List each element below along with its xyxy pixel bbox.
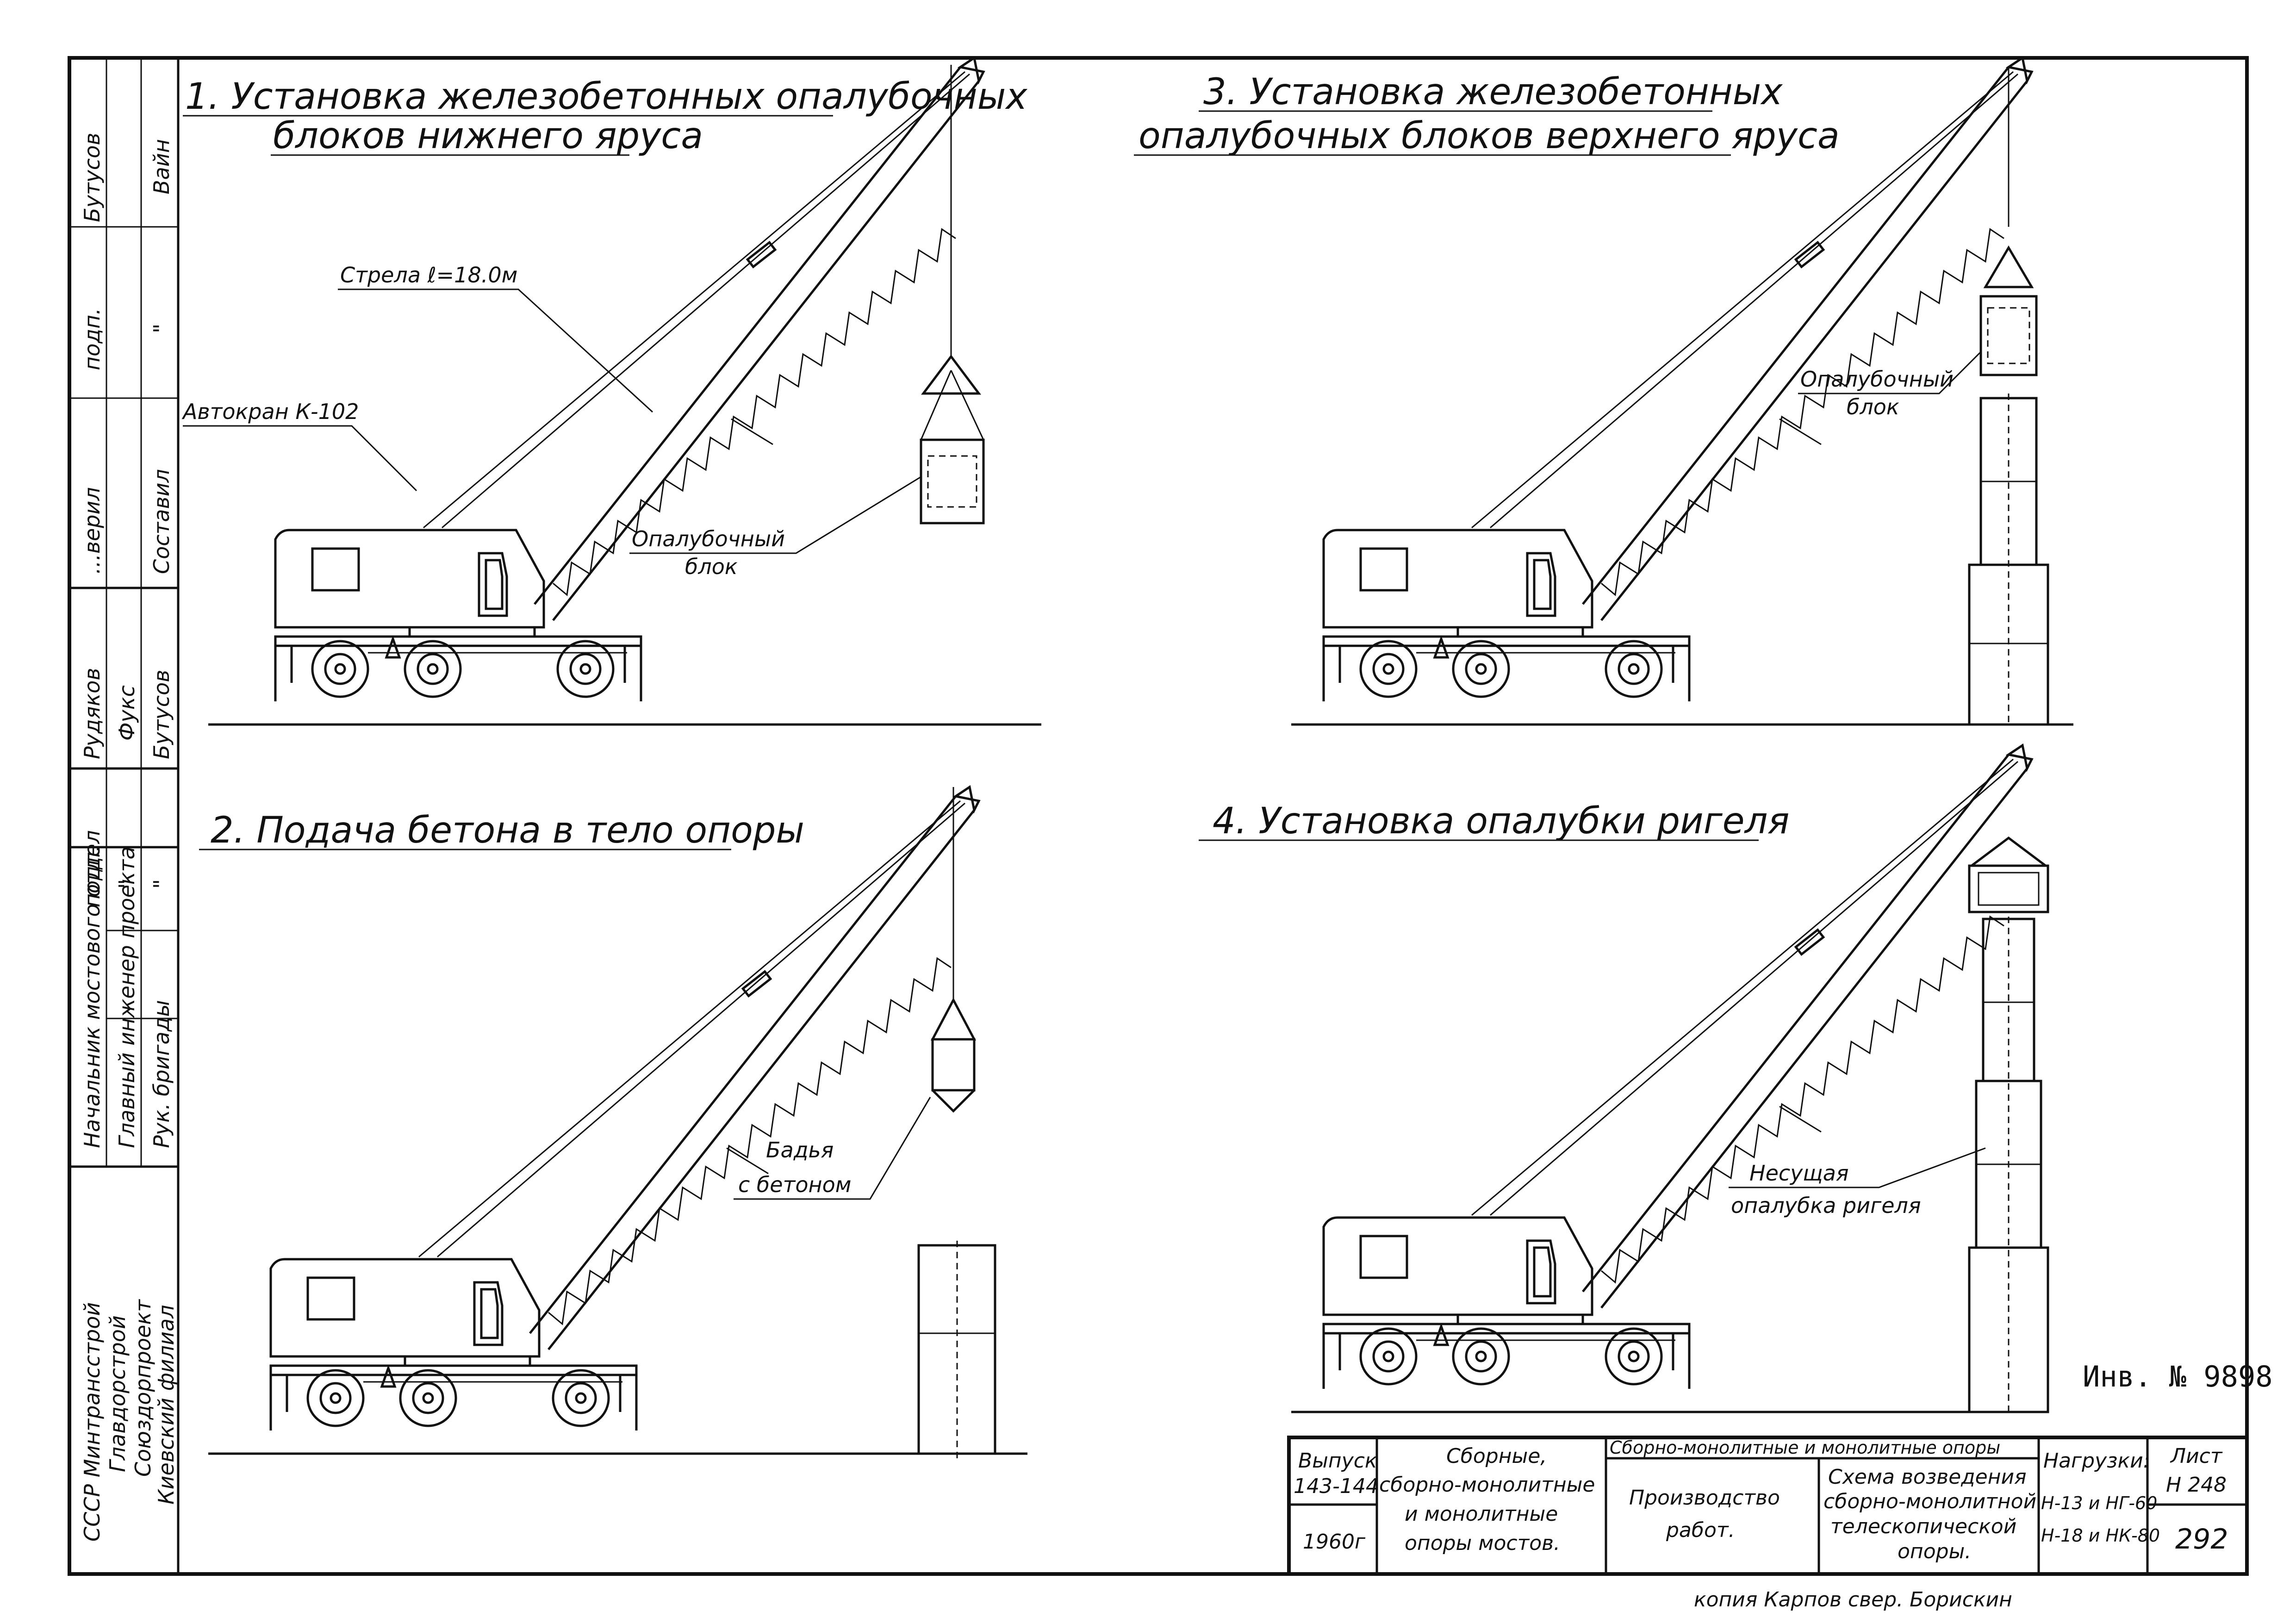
org-line-3: Союздорпроект — [131, 1299, 156, 1477]
block-label-3b: блок — [1847, 394, 1899, 419]
section-line-1: Производство — [1629, 1486, 1780, 1510]
formwork-block-3 — [1979, 295, 2038, 376]
sheet-border — [68, 56, 2249, 1576]
row5-role: ...верил — [80, 487, 105, 574]
loads-line-1: Н-13 и НГ-60 — [2041, 1493, 2157, 1513]
page-number: 292 — [2175, 1523, 2228, 1555]
panel-3-title-line-2: опалубочных блоков верхнего яруса — [1139, 115, 1840, 157]
boom-label: Стрела ℓ=18.0м — [340, 262, 517, 287]
panel-2: 2. Подача бетона в тело опоры Бадья с бе… — [199, 787, 1027, 1458]
panel-3: 3. Установка железобетонных опалубочных … — [1134, 58, 2073, 727]
inventory-number: Инв. № 9898 — [2083, 1360, 2273, 1393]
row5-name: Бутусов — [80, 133, 105, 222]
panel-4: 4. Установка опалубки ригеля Несущая опа… — [1199, 745, 2049, 1413]
form-label-4a: Несущая — [1749, 1161, 1849, 1186]
panel-2-title: 2. Подача бетона в тело опоры — [211, 810, 804, 851]
year: 1960г — [1303, 1530, 1366, 1554]
pier-4 — [1968, 917, 2049, 1413]
side-stamp: СССР Минтрансстрой Главдорстрой Союздорп… — [80, 133, 179, 1542]
bucket-label-1: Бадья — [766, 1137, 834, 1162]
row1-name: Рудяков — [80, 668, 105, 759]
row1-role: Начальник мостового отдел — [80, 830, 105, 1148]
loads-label: Нагрузки: — [2043, 1449, 2150, 1473]
issue-label: Выпуск — [1298, 1449, 1377, 1473]
row3-role: Рук. бригады — [149, 1000, 174, 1148]
crane-2 — [271, 787, 979, 1430]
panel-1: 1. Установка железобетонных опалубочных … — [181, 58, 1041, 726]
block-label-1a: Опалубочный — [632, 526, 785, 551]
side-stamp-grid — [69, 58, 178, 1168]
org-line-4: Киевский филиал — [154, 1305, 179, 1505]
panel-1-title-line-2: блоков нижнего яруса — [273, 115, 703, 157]
formwork-block-1 — [920, 438, 985, 525]
row2-name: Фукс — [114, 685, 139, 741]
row2-role: Главный инженер проекта — [114, 846, 139, 1148]
block-label-3a: Опалубочный — [1800, 367, 1954, 392]
work-line-4: опоры мостов. — [1405, 1531, 1560, 1555]
form-label-4b: опалубка ригеля — [1731, 1193, 1921, 1218]
crane-label: Автокран К-102 — [181, 399, 359, 424]
panel-4-title: 4. Установка опалубки ригеля — [1213, 800, 1789, 842]
scheme-line-4: опоры. — [1898, 1540, 1971, 1563]
row3-sign: " — [149, 879, 174, 889]
title-block: Выпуск 143-144 1960г Сборные, сборно-мон… — [1287, 1436, 2249, 1576]
work-line-1: Сборные, — [1446, 1444, 1547, 1468]
row1-sign: подп. — [80, 845, 105, 907]
work-line-3: и монолитные — [1405, 1502, 1558, 1526]
org-line-1: СССР Минтрансстрой — [80, 1302, 105, 1542]
sheet-value: Н 248 — [2166, 1473, 2227, 1497]
row4-name: Вайн — [149, 139, 174, 194]
row5-sign: подп. — [80, 308, 105, 370]
scheme-line-3: телескопической — [1830, 1515, 2016, 1538]
issue-value: 143-144 — [1294, 1474, 1379, 1498]
row3-name: Бутусов — [149, 670, 174, 759]
section-header: Сборно-монолитные и монолитные опоры — [1610, 1437, 2000, 1458]
footer-note: копия Карпов свер. Борискин — [1694, 1588, 2012, 1612]
section-line-2: работ. — [1666, 1518, 1735, 1542]
org-line-2: Главдорстрой — [105, 1315, 130, 1472]
panel-1-title-line-1: 1. Установка железобетонных опалубочных — [185, 76, 1027, 118]
crossbeam-formwork — [1968, 864, 2049, 913]
row2-sign: " — [114, 879, 139, 889]
pier-3 — [1968, 394, 2049, 727]
scheme-line-2: сборно-монолитной — [1823, 1490, 2036, 1513]
panel-3-title-line-1: 3. Установка железобетонных — [1203, 71, 1783, 113]
loads-line-2: Н-18 и НК-80 — [2041, 1525, 2160, 1546]
concrete-bucket — [931, 1038, 976, 1092]
scheme-line-1: Схема возведения — [1828, 1465, 2027, 1489]
block-label-1b: блок — [685, 554, 738, 579]
work-line-2: сборно-монолитные — [1379, 1473, 1595, 1497]
sheet-label: Лист — [2170, 1444, 2223, 1468]
row4-role: Составил — [149, 469, 174, 574]
bucket-label-2: с бетоном — [738, 1172, 851, 1197]
row4-sign: " — [149, 324, 174, 333]
